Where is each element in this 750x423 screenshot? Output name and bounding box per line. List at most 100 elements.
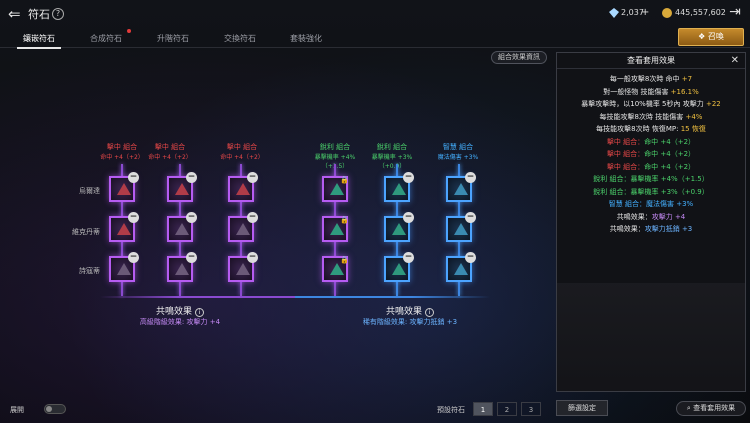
add-diamond-icon[interactable]: + (641, 7, 650, 18)
remove-icon[interactable]: − (186, 172, 197, 183)
effect-item: 擊中 組合：命中 +4（+2） (606, 137, 696, 146)
effect-item: 擊中 組合：命中 +4（+2） (606, 162, 696, 171)
tab-exchange[interactable]: 交換符石 (224, 34, 256, 43)
close-icon[interactable]: ✕ (730, 55, 739, 66)
remove-icon[interactable]: − (247, 212, 258, 223)
group-label: 擊中 組合命中 +4（+2） (148, 143, 192, 161)
effect-item: 銳利 組合：暴擊機率 +4%（+1.5） (593, 175, 709, 183)
rune-icon (330, 223, 344, 235)
tab-upgrade[interactable]: 升階符石 (157, 34, 189, 43)
rune-slot[interactable]: − (109, 212, 139, 242)
rune-slot[interactable]: − (384, 252, 414, 282)
rune-icon (330, 183, 344, 195)
lock-icon: 🔒 (340, 216, 349, 224)
group-label: 銳利 組合暴擊機率 +3%（+0.9） (371, 143, 413, 170)
effect-item: 每技能攻擊8次時 恢復MP: 15 恢復 (596, 125, 706, 133)
rune-slot[interactable]: − (167, 252, 197, 282)
rune-icon (236, 183, 250, 195)
gold-count: 445,557,602 (675, 8, 726, 17)
effect-item: 共鳴效果：攻擊力 +4 (616, 212, 686, 221)
rune-icon (392, 183, 406, 195)
page-title: 符石 (28, 8, 50, 21)
rune-slot[interactable]: − (109, 252, 139, 282)
row-label: 詩寇蒂 (79, 267, 100, 275)
rune-slot[interactable]: − (446, 172, 476, 202)
rune-slot[interactable]: − (167, 212, 197, 242)
panel-header: 查看套用效果 ✕ (557, 53, 745, 69)
effect-item: 每技能攻擊8次時 技能傷害 +4% (599, 112, 703, 121)
remove-icon[interactable]: − (403, 252, 414, 263)
rune-icon (117, 263, 131, 275)
remove-icon[interactable]: − (128, 212, 139, 223)
rune-slot[interactable]: − (384, 212, 414, 242)
rune-icon (392, 263, 406, 275)
exit-icon[interactable]: ⇥ (729, 4, 741, 20)
preset-1-button[interactable]: 1 (473, 402, 493, 416)
remove-icon[interactable]: − (247, 172, 258, 183)
combo-info-button[interactable]: 組合效果資訊 (491, 51, 547, 64)
info-icon[interactable]: i (195, 308, 204, 317)
help-icon[interactable]: ? (52, 8, 64, 20)
rune-slot[interactable]: − (384, 172, 414, 202)
remove-icon[interactable]: − (128, 252, 139, 263)
effect-item: 每一般攻擊8次時 命中 +7 (609, 75, 693, 83)
remove-icon[interactable]: − (403, 212, 414, 223)
rune-icon (117, 183, 131, 195)
notification-dot (127, 29, 131, 33)
effect-item: 對一般怪物 技能傷害 +16.1% (603, 87, 699, 96)
rune-slot[interactable]: − (446, 212, 476, 242)
rune-slot[interactable]: 🔒 (322, 176, 349, 202)
remove-icon[interactable]: − (465, 252, 476, 263)
effect-item: 智慧 組合：魔法傷害 +3% (608, 200, 694, 208)
rune-icon (236, 263, 250, 275)
rune-slot[interactable]: − (228, 172, 258, 202)
tab-combine[interactable]: 合成符石 (90, 34, 122, 43)
rune-slot[interactable]: 🔒 (322, 256, 349, 282)
effect-list: 每一般攻擊8次時 命中 +7 對一般怪物 技能傷害 +16.1% 暴擊攻擊時，以… (557, 69, 745, 236)
rune-slot[interactable]: − (109, 172, 139, 202)
remove-icon[interactable]: − (465, 212, 476, 223)
remove-icon[interactable]: − (465, 172, 476, 183)
preset-3-button[interactable]: 3 (521, 402, 541, 416)
row-label: 維克丹蒂 (72, 228, 100, 236)
diamond-count: 2,037 (621, 8, 644, 17)
remove-icon[interactable]: − (128, 172, 139, 183)
effect-item: 暴擊攻擊時，以10%機率 5秒內 攻擊力 +22 (581, 100, 721, 108)
rune-slot[interactable]: − (446, 252, 476, 282)
view-effects-button[interactable]: ⌕ 查看套用效果 (676, 401, 746, 416)
remove-icon[interactable]: − (186, 212, 197, 223)
summon-icon: ❖ (698, 32, 708, 41)
rune-slot[interactable]: − (228, 212, 258, 242)
rune-slot[interactable]: 🔒 (322, 216, 349, 242)
remove-icon[interactable]: − (247, 252, 258, 263)
rune-icon (175, 223, 189, 235)
row-label: 烏爾達 (79, 187, 100, 195)
tab-set-enhance[interactable]: 套裝強化 (290, 34, 322, 43)
preset-2-button[interactable]: 2 (497, 402, 517, 416)
summon-button[interactable]: ❖ 召喚 (678, 28, 744, 46)
lock-icon: 🔒 (340, 256, 349, 264)
effect-item: 銳利 組合：暴擊機率 +3%（+0.9） (593, 187, 709, 196)
tab-socket[interactable]: 鑲嵌符石 (17, 34, 61, 49)
filter-settings-button[interactable]: 篩選設定 (556, 400, 608, 416)
effect-item: 擊中 組合：命中 +4（+2） (606, 150, 696, 158)
rune-icon (236, 223, 250, 235)
effect-item: 共鳴效果：攻擊力抵銷 +3 (609, 225, 693, 233)
info-icon[interactable]: i (425, 308, 434, 317)
rune-icon (454, 223, 468, 235)
rune-icon (454, 263, 468, 275)
connector-base-line (100, 296, 490, 298)
back-arrow-icon[interactable]: ⇐ (8, 5, 21, 23)
rune-slot[interactable]: − (167, 172, 197, 202)
panel-background-fade (557, 283, 745, 391)
rune-icon (330, 263, 344, 275)
remove-icon[interactable]: − (403, 172, 414, 183)
expand-toggle[interactable] (44, 404, 66, 414)
remove-icon[interactable]: − (186, 252, 197, 263)
tab-bar: 鑲嵌符石 合成符石 升階符石 交換符石 套裝強化 (0, 30, 750, 49)
rune-slot[interactable]: − (228, 252, 258, 282)
lock-icon: 🔒 (340, 176, 349, 184)
rune-icon (175, 263, 189, 275)
gold-coin-icon (662, 8, 672, 18)
